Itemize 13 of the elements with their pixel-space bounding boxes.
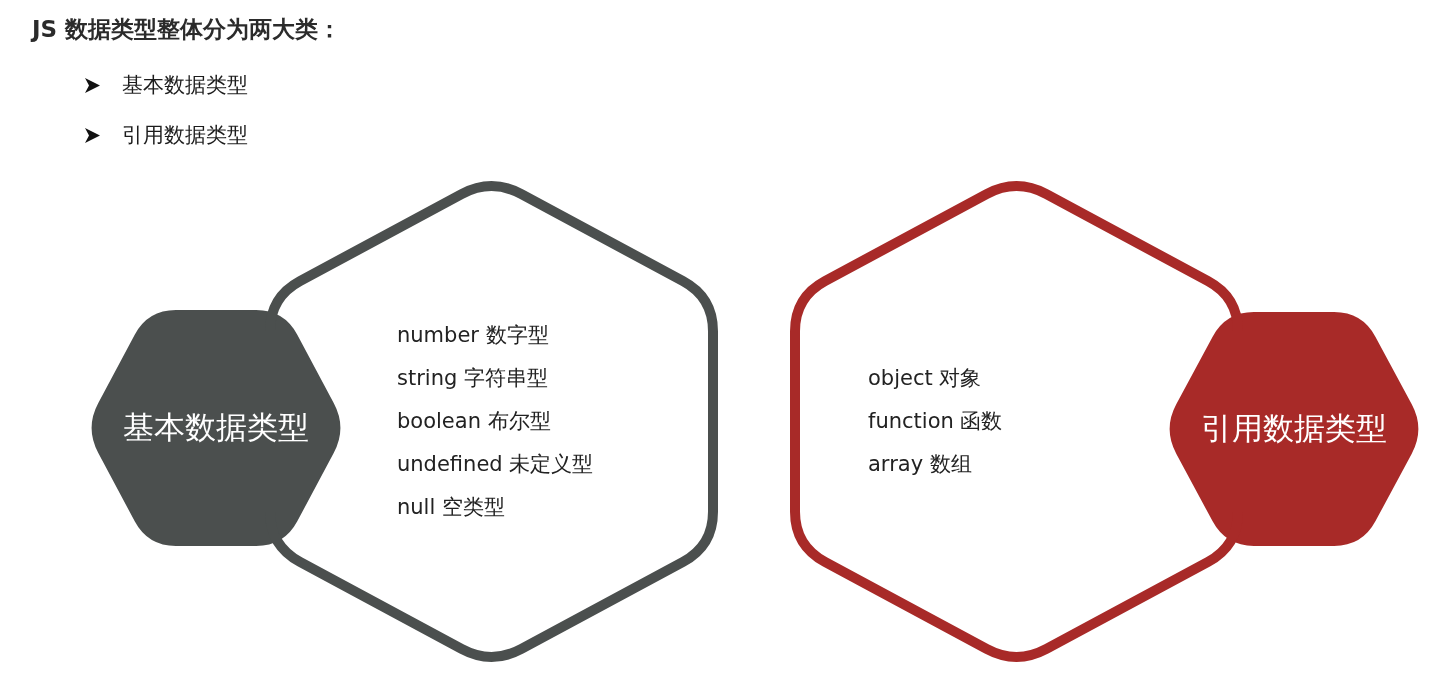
bullet-text: 基本数据类型 [122, 72, 248, 99]
list-item: string 字符串型 [397, 365, 548, 392]
title: JS 数据类型整体分为两大类： [32, 15, 342, 44]
category-title: 基本数据类型 [123, 408, 309, 447]
list-item: boolean 布尔型 [397, 408, 551, 435]
list-item: object 对象 [868, 365, 982, 392]
list-item: function 函数 [868, 408, 1003, 435]
category-title: 引用数据类型 [1201, 409, 1387, 448]
list-item: undefined 未定义型 [397, 451, 594, 478]
bullet-text: 引用数据类型 [122, 122, 248, 149]
list-item: null 空类型 [397, 494, 505, 521]
list-item: array 数组 [868, 451, 972, 478]
list-item: number 数字型 [397, 322, 549, 349]
